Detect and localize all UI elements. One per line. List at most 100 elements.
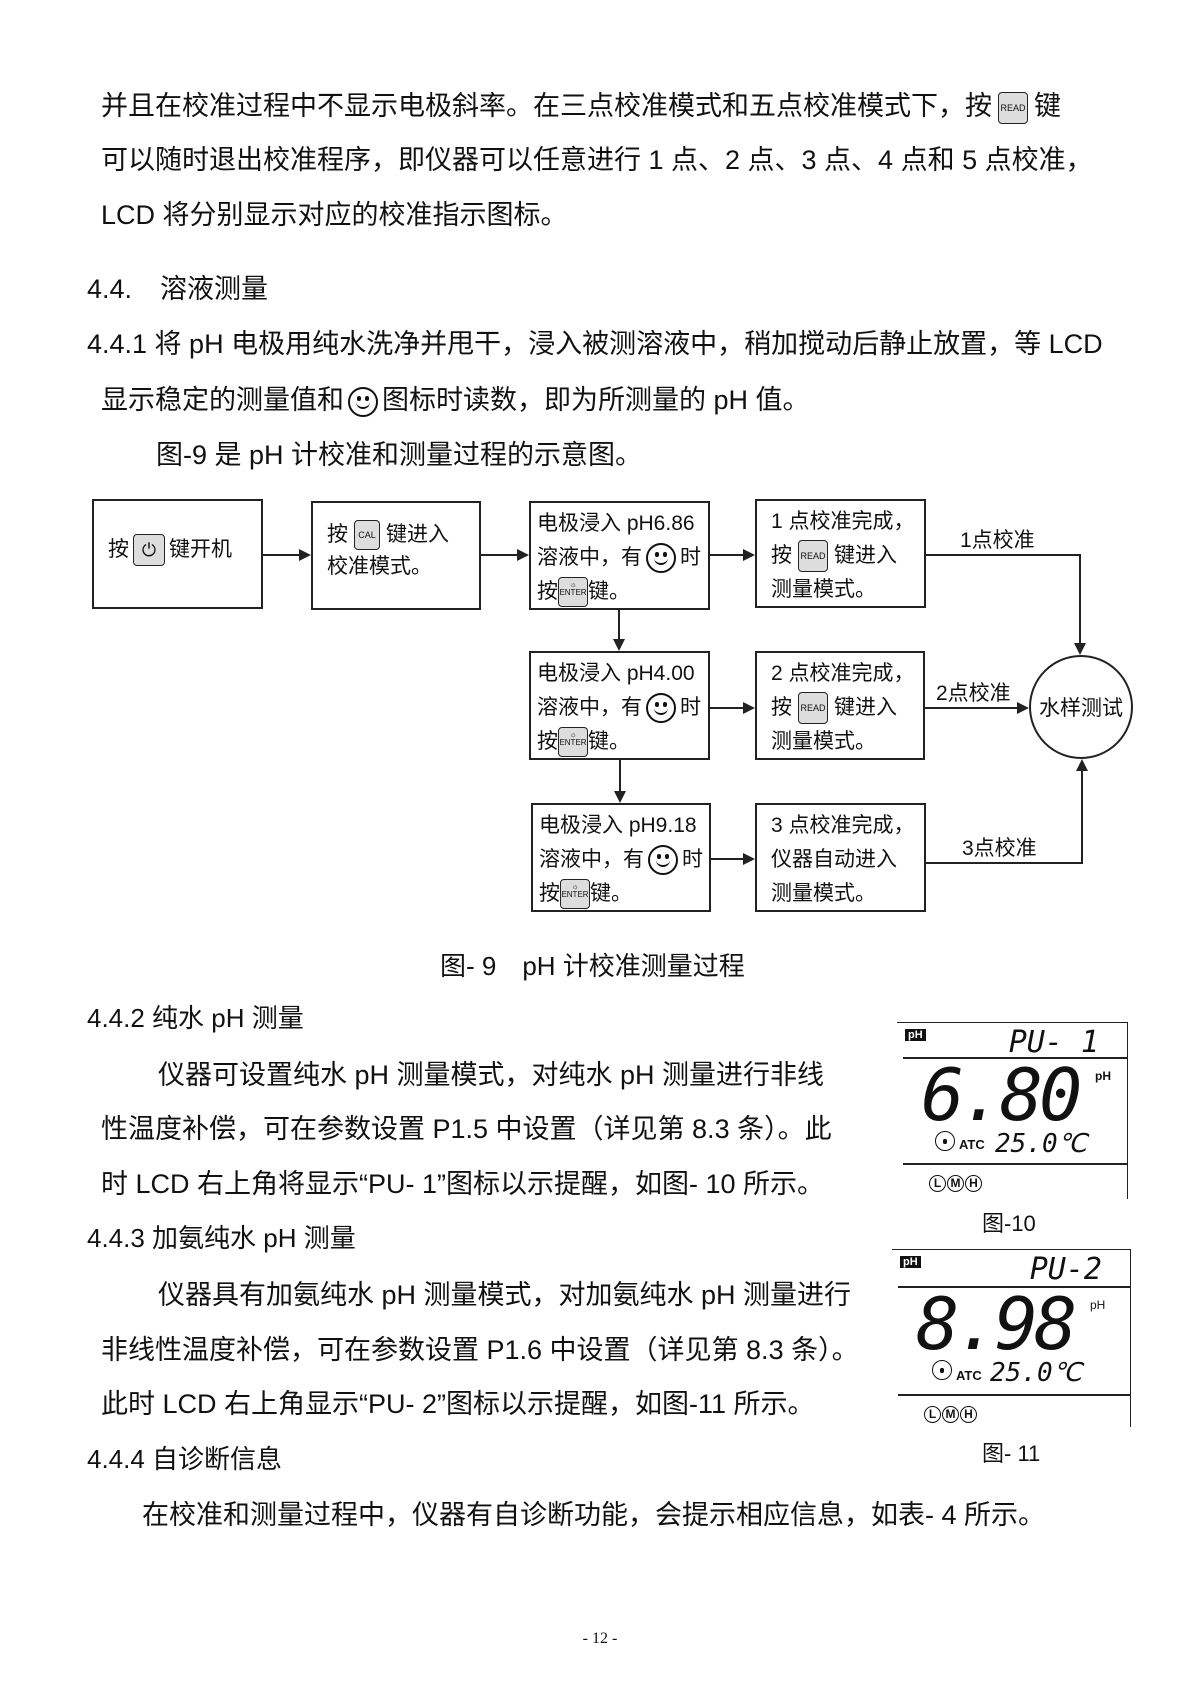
figure-9-caption: 图- 9 pH 计校准测量过程 xyxy=(440,951,745,981)
text: 键开机 xyxy=(169,538,232,561)
sun-icon: ☼ xyxy=(569,730,577,740)
section-heading-4-4: 4.4.溶液测量 xyxy=(87,272,268,306)
s442-line-1: 仪器可设置纯水 pH 测量模式，对纯水 pH 测量进行非线 xyxy=(158,1060,825,1090)
text: 测量模式。 xyxy=(771,882,876,905)
smiley-icon xyxy=(646,543,676,574)
text: 键进入 xyxy=(834,544,897,567)
atc-label: ATC xyxy=(959,1137,985,1152)
text: 1 点校准完成， xyxy=(771,510,915,533)
arrow xyxy=(263,554,299,556)
s442-title: 4.4.2 纯水 pH 测量 xyxy=(87,1003,304,1033)
enter-key-icon: ☼ENTER xyxy=(558,577,588,608)
unit-label: pH xyxy=(1090,1298,1106,1312)
smiley-icon xyxy=(646,693,676,724)
s443-line-3: 此时 LCD 右上角显示“PU- 2”图标以示提醒，如图-11 所示。 xyxy=(101,1389,815,1419)
key-label: ENTER xyxy=(559,738,587,748)
text: 2 点校准完成， xyxy=(771,662,915,685)
arrow xyxy=(710,707,743,709)
temperature-reading: 25.0℃ xyxy=(995,1129,1087,1159)
s443-title: 4.4.3 加氨纯水 pH 测量 xyxy=(87,1223,356,1253)
low-icon: L xyxy=(929,1175,946,1192)
figure-11-caption: 图- 11 xyxy=(982,1441,1041,1466)
ph-reading: 6.80 xyxy=(921,1053,1082,1137)
divider xyxy=(898,1394,1130,1396)
arrowhead xyxy=(517,549,529,561)
sun-icon: ☼ xyxy=(571,882,579,892)
text: 溶液中，有 xyxy=(539,848,644,871)
text: 3 点校准完成， xyxy=(771,814,915,837)
text: 时 xyxy=(680,696,701,719)
text: 图标时读数，即为所测量的 pH 值。 xyxy=(382,385,810,415)
text: 并且在校准过程中不显示电极斜率。在三点校准模式和五点校准模式下，按 xyxy=(101,91,992,121)
temperature-reading: 25.0℃ xyxy=(990,1358,1082,1388)
read-key-icon: READ xyxy=(998,91,1028,124)
high-icon: H xyxy=(960,1406,977,1423)
text: 仪器自动进入 xyxy=(771,848,897,871)
smiley-icon xyxy=(932,1360,952,1380)
s444-title: 4.4.4 自诊断信息 xyxy=(87,1444,283,1474)
text: 按 xyxy=(771,696,792,719)
figure-10-caption: 图-10 xyxy=(982,1211,1036,1236)
smiley-icon xyxy=(348,386,378,417)
ph-tag-icon: pH xyxy=(905,1029,926,1041)
low-icon: L xyxy=(924,1406,941,1423)
arrow xyxy=(1079,554,1081,643)
arrow xyxy=(711,858,743,860)
arrow xyxy=(619,760,621,791)
enter-key-icon: ☼ENTER xyxy=(560,879,590,910)
text: 溶液中，有 xyxy=(537,546,642,569)
label-2pt-cal: 2点校准 xyxy=(936,682,1011,705)
text: 键。 xyxy=(588,730,630,753)
high-icon: H xyxy=(965,1175,982,1192)
flow-box-3pt-done: 3 点校准完成， 仪器自动进入测量模式。 xyxy=(755,803,926,912)
text: 测量模式。 xyxy=(771,730,876,753)
divider xyxy=(903,1057,1127,1059)
arrow xyxy=(1081,771,1083,864)
enter-key-icon: ☼ENTER xyxy=(558,727,588,758)
text: 按 xyxy=(537,580,558,603)
arrowhead xyxy=(1017,702,1029,714)
arrowhead xyxy=(613,639,625,651)
text: 显示稳定的测量值和 xyxy=(101,385,344,415)
text: 溶液中，有 xyxy=(537,696,642,719)
unit-label: pH xyxy=(1095,1069,1111,1083)
divider xyxy=(898,1286,1130,1288)
text: 测量模式。 xyxy=(771,578,876,601)
text: 按 xyxy=(327,523,348,546)
s441-line-2: 显示稳定的测量值和 图标时读数，即为所测量的 pH 值。 xyxy=(101,383,810,417)
smiley-icon xyxy=(648,845,678,876)
mid-icon: M xyxy=(942,1406,959,1423)
s441-line-1: 4.4.1 将 pH 电极用纯水洗净并甩干，浸入被测溶液中，稍加搅动后静止放置，… xyxy=(87,329,1103,359)
sun-icon: ☼ xyxy=(569,580,577,590)
text: 键进入 xyxy=(834,696,897,719)
smiley-icon xyxy=(935,1131,955,1151)
divider xyxy=(903,1163,1127,1165)
arrow xyxy=(618,610,620,639)
read-key-icon: READ xyxy=(798,540,828,573)
mode-indicator: PU-2 xyxy=(1029,1252,1102,1287)
text: 键。 xyxy=(590,882,632,905)
intro-line-2: 可以随时退出校准程序，即仪器可以任意进行 1 点、2 点、3 点、4 点和 5 … xyxy=(101,145,1093,175)
flow-circle-sample-test: 水样测试 xyxy=(1029,655,1133,759)
arrowhead xyxy=(743,549,755,561)
s442-line-3: 时 LCD 右上角将显示“PU- 1”图标以示提醒，如图- 10 所示。 xyxy=(101,1169,825,1199)
power-key-icon: ⏻ xyxy=(133,534,165,567)
text: 键。 xyxy=(588,580,630,603)
text: 按 xyxy=(539,882,560,905)
arrowhead xyxy=(1076,759,1088,771)
text: 电极浸入 pH4.00 xyxy=(537,662,695,685)
ph-reading: 8.98 xyxy=(916,1282,1077,1366)
arrow xyxy=(710,554,743,556)
section-title: 溶液测量 xyxy=(160,274,269,304)
text: 按 xyxy=(108,538,129,561)
